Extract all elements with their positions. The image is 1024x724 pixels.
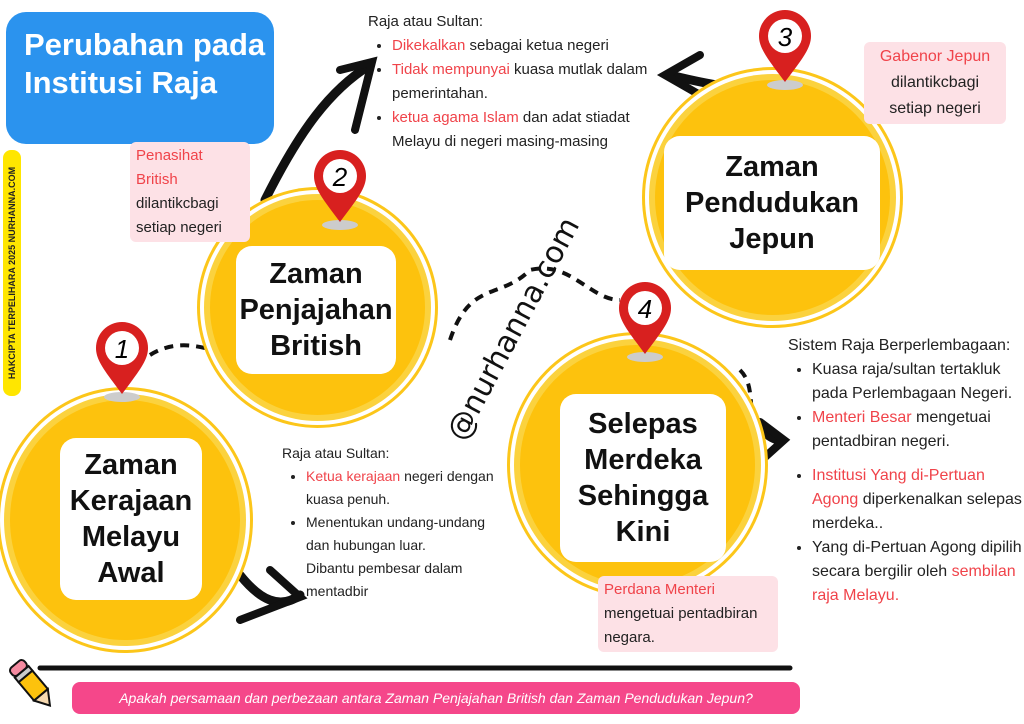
- note-extra: Dibantu pembesar dalam mentadbir: [306, 560, 463, 599]
- arrow-2-up: [260, 60, 375, 205]
- svg-text:2: 2: [332, 162, 348, 192]
- pin-3-icon: 3: [759, 10, 811, 90]
- stage-2-notes: Raja atau Sultan: Dikekalkan sebagai ket…: [368, 10, 668, 154]
- pin-4-icon: 4: [619, 282, 671, 362]
- stage-4-title: Selepas Merdeka Sehingga Kini: [560, 394, 726, 562]
- page-title: Perubahan pada Institusi Raja: [6, 12, 274, 144]
- note-item: Kuasa raja/sultan tertakluk pada Perlemb…: [812, 358, 1024, 406]
- notes-heading: Raja atau Sultan:: [368, 13, 484, 30]
- pin-2-icon: 2: [314, 150, 366, 230]
- stage-4-label: Perdana Menteri mengetuai pentadbiran ne…: [598, 576, 778, 652]
- dashed-path-2-4: [448, 266, 621, 341]
- pencil-icon: [8, 659, 52, 707]
- note-item: ketua agama Islam dan adat stiadat Melay…: [392, 106, 668, 154]
- discussion-question: Apakah persamaan dan perbezaan antara Za…: [72, 682, 800, 714]
- svg-text:4: 4: [638, 294, 652, 324]
- note-item: Ketua kerajaan negeri dengan kuasa penuh…: [306, 465, 512, 511]
- copyright-badge: HAKCIPTA TERPELIHARA 2025 NURHANNA.COM: [3, 150, 21, 396]
- stage-1-notes: Raja atau Sultan: Ketua kerajaan negeri …: [282, 442, 512, 603]
- svg-text:3: 3: [778, 22, 793, 52]
- notes-heading: Sistem Raja Berperlembagaan:: [788, 337, 1011, 354]
- pin-1-icon: 1: [96, 322, 148, 402]
- svg-text:1: 1: [115, 334, 129, 364]
- note-item: Dikekalkan sebagai ketua negeri: [392, 34, 668, 58]
- note-item: Yang di-Pertuan Agong dipilih secara ber…: [812, 536, 1024, 608]
- stage-3-title: Zaman Pendudukan Jepun: [664, 136, 880, 270]
- stage-4-notes: Sistem Raja Berperlembagaan: Kuasa raja/…: [788, 334, 1024, 608]
- notes-heading: Raja atau Sultan:: [282, 445, 390, 461]
- note-item: Menteri Besar mengetuai pentadbiran nege…: [812, 406, 1024, 454]
- note-item: Tidak mempunyai kuasa mutlak dalam pemer…: [392, 58, 668, 106]
- stage-2-title: Zaman Penjajahan British: [236, 246, 396, 374]
- stage-1-title: Zaman Kerajaan Melayu Awal: [60, 438, 202, 600]
- note-item: Menentukan undang-undang dan hubungan lu…: [306, 511, 512, 557]
- note-item: Institusi Yang di-Pertuan Agong diperken…: [812, 464, 1024, 536]
